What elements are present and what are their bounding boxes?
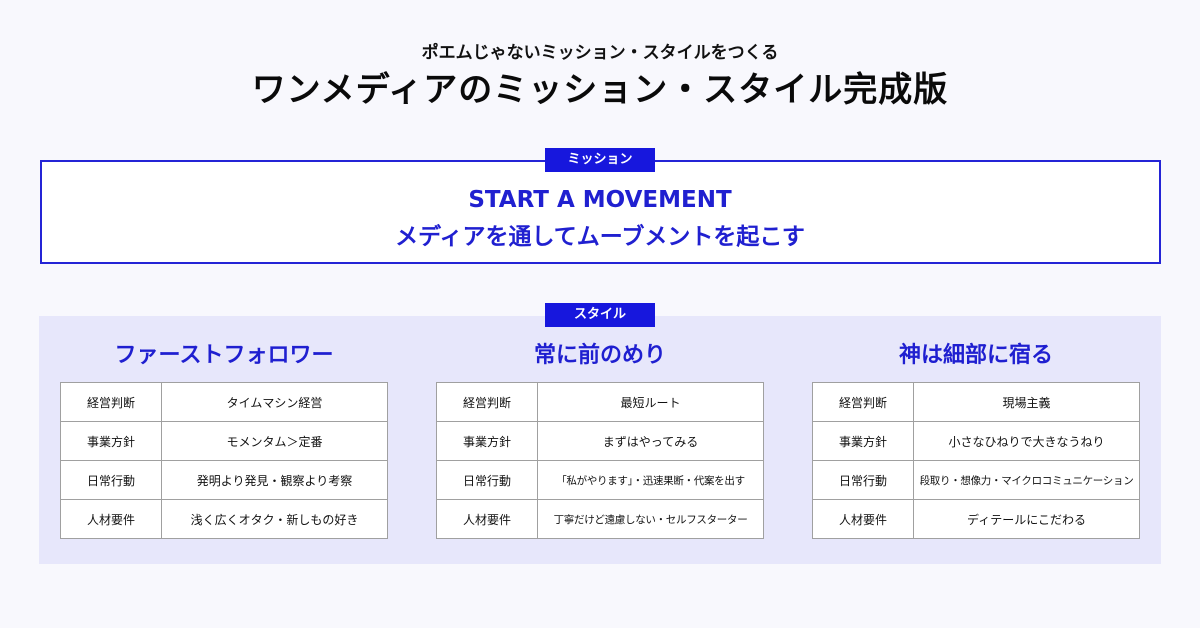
table-row: 人材要件 ディテールにこだわる <box>812 499 1140 539</box>
row-value: タイムマシン経営 <box>161 382 388 422</box>
table-row: 人材要件 丁寧だけど遠慮しない・セルフスターター <box>436 499 764 539</box>
row-value: ディテールにこだわる <box>913 499 1140 539</box>
row-key: 事業方針 <box>60 421 162 461</box>
mission-statement-ja: メディアを通してムーブメントを起こす <box>395 224 805 250</box>
row-value: 丁寧だけど遠慮しない・セルフスターター <box>537 499 764 539</box>
row-value: 最短ルート <box>537 382 764 422</box>
row-value: 発明より発見・観察より考察 <box>161 460 388 500</box>
table-row: 人材要件 浅く広くオタク・新しもの好き <box>60 499 388 539</box>
style-column-always-forward: 常に前のめり 経営判断 最短ルート 事業方針 まずはやってみる 日常行動 「私が… <box>436 340 764 539</box>
row-key: 日常行動 <box>436 460 538 500</box>
table-row: 経営判断 タイムマシン経営 <box>60 382 388 422</box>
table-row: 日常行動 発明より発見・観察より考察 <box>60 460 388 500</box>
row-value: 小さなひねりで大きなうねり <box>913 421 1140 461</box>
row-key: 経営判断 <box>812 382 914 422</box>
row-key: 事業方針 <box>812 421 914 461</box>
style-column-title: ファーストフォロワー <box>114 343 334 368</box>
row-value: モメンタム＞定番 <box>161 421 388 461</box>
table-row: 事業方針 まずはやってみる <box>436 421 764 461</box>
mission-statement-en: START A MOVEMENT <box>468 187 732 213</box>
row-key: 経営判断 <box>60 382 162 422</box>
table-row: 経営判断 現場主義 <box>812 382 1140 422</box>
style-table: 経営判断 最短ルート 事業方針 まずはやってみる 日常行動 「私がやります」・迅… <box>436 382 764 539</box>
row-value: 浅く広くオタク・新しもの好き <box>161 499 388 539</box>
row-key: 日常行動 <box>812 460 914 500</box>
row-value: 「私がやります」・迅速果断・代案を出す <box>537 460 764 500</box>
style-table: 経営判断 現場主義 事業方針 小さなひねりで大きなうねり 日常行動 段取り・想像… <box>812 382 1140 539</box>
table-row: 経営判断 最短ルート <box>436 382 764 422</box>
row-key: 人材要件 <box>436 499 538 539</box>
row-key: 人材要件 <box>60 499 162 539</box>
row-key: 経営判断 <box>436 382 538 422</box>
style-table: 経営判断 タイムマシン経営 事業方針 モメンタム＞定番 日常行動 発明より発見・… <box>60 382 388 539</box>
page-title: ワンメディアのミッション・スタイル完成版 <box>251 70 949 110</box>
row-value: 現場主義 <box>913 382 1140 422</box>
page-subtitle: ポエムじゃないミッション・スタイルをつくる <box>421 43 779 63</box>
style-column-title: 常に前のめり <box>533 343 666 368</box>
mission-tag: ミッション <box>545 148 655 172</box>
row-key: 人材要件 <box>812 499 914 539</box>
style-tag: スタイル <box>545 303 655 327</box>
table-row: 事業方針 小さなひねりで大きなうねり <box>812 421 1140 461</box>
row-value: 段取り・想像力・マイクロコミュニケーション <box>913 460 1140 500</box>
style-column-title: 神は細部に宿る <box>898 343 1053 368</box>
table-row: 事業方針 モメンタム＞定番 <box>60 421 388 461</box>
table-row: 日常行動 段取り・想像力・マイクロコミュニケーション <box>812 460 1140 500</box>
row-key: 日常行動 <box>60 460 162 500</box>
row-key: 事業方針 <box>436 421 538 461</box>
row-value: まずはやってみる <box>537 421 764 461</box>
style-column-details: 神は細部に宿る 経営判断 現場主義 事業方針 小さなひねりで大きなうねり 日常行… <box>812 340 1140 539</box>
table-row: 日常行動 「私がやります」・迅速果断・代案を出す <box>436 460 764 500</box>
style-column-first-follower: ファーストフォロワー 経営判断 タイムマシン経営 事業方針 モメンタム＞定番 日… <box>60 340 388 539</box>
